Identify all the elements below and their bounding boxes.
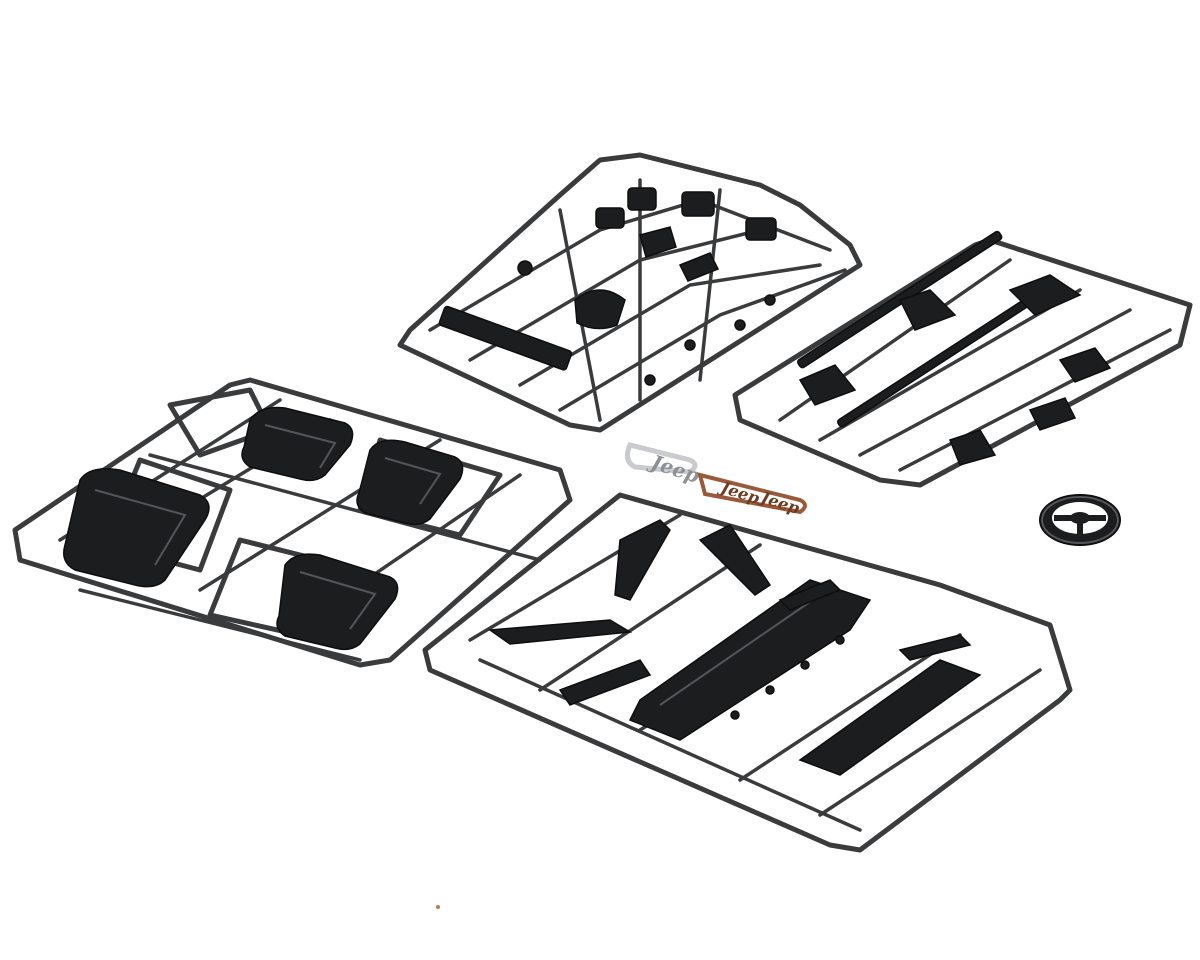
- grille-part: [639, 226, 677, 258]
- bracket-part: [798, 364, 857, 406]
- bronze-jeep-emblem: Jeep: [716, 477, 762, 508]
- bracket-part: [1028, 397, 1077, 431]
- sprue-top-center: [397, 152, 863, 433]
- mirror-part: [681, 191, 715, 217]
- door-panel: [356, 439, 464, 526]
- bumper-part: [438, 305, 573, 371]
- door-panel: [276, 553, 399, 651]
- bracket-part: [698, 524, 772, 596]
- steering-wheel-part: [1039, 494, 1121, 546]
- bracket-part: [1008, 274, 1082, 316]
- skid-plate: [628, 579, 872, 741]
- mirror-part: [745, 217, 777, 241]
- sprue-right: [732, 230, 1193, 488]
- sprue-bottom-chassis: [422, 492, 1073, 853]
- bracket-part: [898, 289, 957, 331]
- mirror-part: [595, 207, 625, 229]
- debris-dot: [436, 905, 440, 909]
- bronze-jeep-emblem: Jeep: [756, 487, 802, 518]
- frame-rail: [558, 659, 652, 706]
- door-panel: [241, 406, 354, 482]
- mirror-part: [627, 187, 657, 211]
- sprue-left-doors: [12, 377, 573, 668]
- handle-part: [574, 289, 626, 330]
- bracket-part: [614, 519, 671, 601]
- frame-rail: [487, 619, 633, 645]
- bracket-part: [949, 429, 997, 466]
- grille-part: [678, 252, 720, 282]
- door-panel: [63, 468, 210, 588]
- frame-rail: [798, 659, 982, 776]
- bracket-part: [1058, 347, 1112, 383]
